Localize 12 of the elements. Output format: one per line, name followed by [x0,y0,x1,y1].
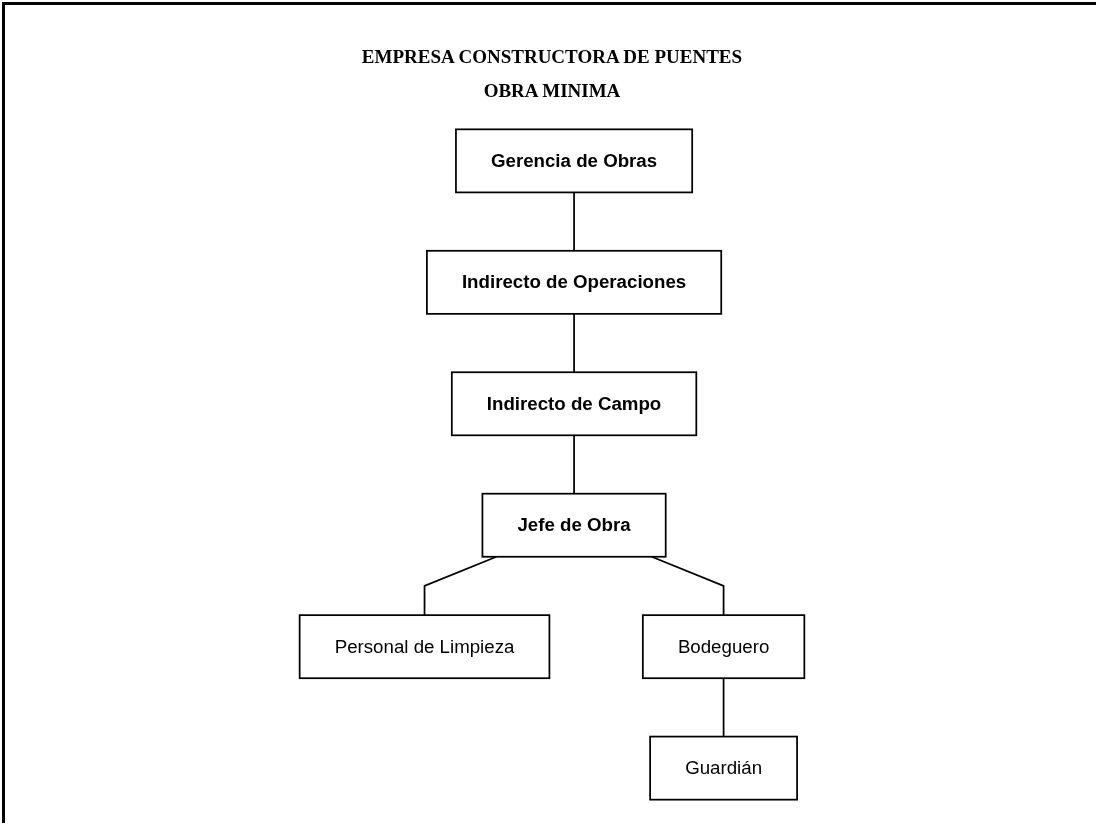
connector [573,312,575,374]
node-box: Gerencia de Obras [455,128,694,194]
title: EMPRESA CONSTRUCTORA DE PUENTES OBRA MINIMA [360,45,744,103]
connector [722,677,725,738]
node-box: Personal de Limpieza [298,614,551,680]
connector [573,191,575,252]
node-box: Indirecto de Operaciones [426,249,723,315]
connector [573,434,575,495]
node-box: Guardián [649,735,798,801]
node-box: Indirecto de Campo [450,371,698,437]
node-box: Jefe de Obra [481,492,667,558]
node-box: Bodeguero [641,614,806,680]
